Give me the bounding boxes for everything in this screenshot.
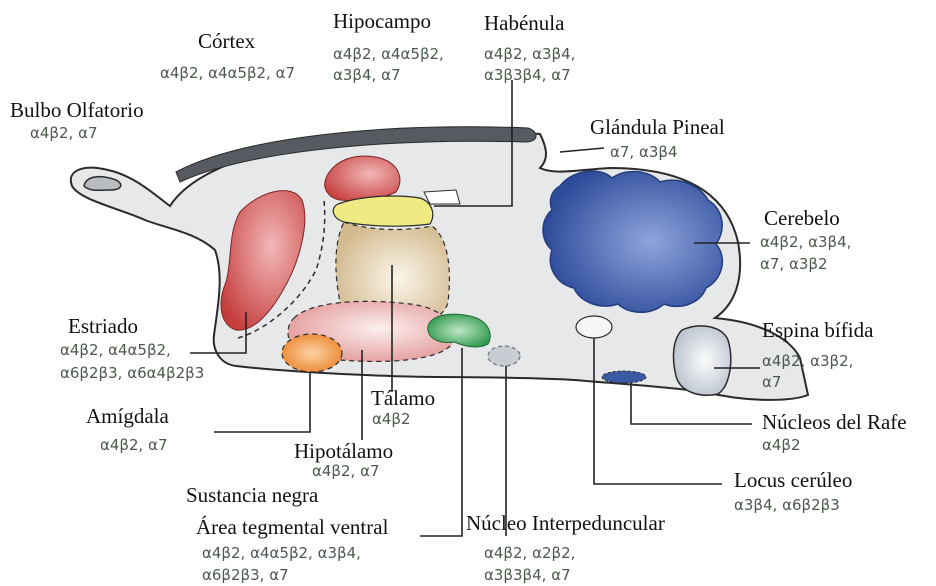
locus-coeruleus-shape <box>576 316 612 338</box>
receptors-pineal-gland: α7, α3β4 <box>610 143 678 162</box>
receptors-habenula-2: α3β3β4, α7 <box>484 66 571 85</box>
label-interpeduncular: Núcleo Interpeduncular <box>466 512 665 534</box>
leader-amygdala <box>214 372 310 432</box>
label-locus-coeruleus: Locus cerúleo <box>734 469 852 491</box>
label-olfactory-bulb: Bulbo Olfatorio <box>10 99 144 121</box>
label-substantia-nigra: Sustancia negra <box>186 484 318 506</box>
receptors-cerebellum-1: α4β2, α3β4, <box>760 233 851 252</box>
raphe-shape <box>602 371 646 383</box>
receptors-cortex: α4β2, α4α5β2, α7 <box>160 64 295 83</box>
label-striatum: Estriado <box>68 315 138 337</box>
receptors-interpeduncular-1: α4β2, α2β2, <box>484 544 575 563</box>
receptors-habenula-1: α4β2, α3β4, <box>484 45 575 64</box>
label-hypothalamus: Hipotálamo <box>294 440 393 462</box>
receptors-striatum-1: α4β2, α4α5β2, <box>60 341 171 360</box>
label-pineal-gland: Glándula Pineal <box>590 116 725 138</box>
habenula-shape <box>333 196 433 226</box>
receptors-spinal-cord-1: α4β2, α3β2, <box>762 352 853 371</box>
pineal-notch <box>424 190 460 204</box>
receptors-interpeduncular-2: α3β3β4, α7 <box>484 566 571 585</box>
receptors-locus-coeruleus: α3β4, α6β2β3 <box>734 496 840 515</box>
receptors-olfactory-bulb: α4β2, α7 <box>30 124 98 143</box>
receptors-raphe-nuclei: α4β2 <box>762 436 801 455</box>
receptors-vta-2: α6β2β3, α7 <box>202 566 289 585</box>
leader-pineal <box>560 148 604 152</box>
receptors-vta-1: α4β2, α4α5β2, α3β4, <box>202 544 361 563</box>
receptors-cerebellum-2: α7, α3β2 <box>760 255 828 274</box>
label-vta: Área tegmental ventral <box>196 516 388 538</box>
label-habenula: Habénula <box>484 12 564 34</box>
label-spinal-cord: Espina bífida <box>762 319 873 341</box>
receptors-amygdala: α4β2, α7 <box>100 436 168 455</box>
label-cortex: Córtex <box>198 30 255 52</box>
amygdala-shape <box>282 334 342 372</box>
label-thalamus: Tálamo <box>371 387 435 409</box>
receptors-striatum-2: α6β2β3, α6α4β2β3 <box>60 364 204 383</box>
receptors-hippocampus-1: α4β2, α4α5β2, <box>333 45 444 64</box>
label-amygdala: Amígdala <box>86 405 169 427</box>
label-cerebellum: Cerebelo <box>764 207 840 229</box>
label-raphe-nuclei: Núcleos del Rafe <box>762 411 907 433</box>
receptors-thalamus: α4β2 <box>372 410 411 429</box>
receptors-hypothalamus: α4β2, α7 <box>312 462 380 481</box>
receptors-spinal-cord-2: α7 <box>762 373 781 392</box>
label-hippocampus: Hipocampo <box>333 10 431 32</box>
receptors-hippocampus-2: α3β4, α7 <box>333 66 401 85</box>
interpeduncular-shape <box>488 346 520 366</box>
spinal-cord-shape <box>674 326 731 395</box>
